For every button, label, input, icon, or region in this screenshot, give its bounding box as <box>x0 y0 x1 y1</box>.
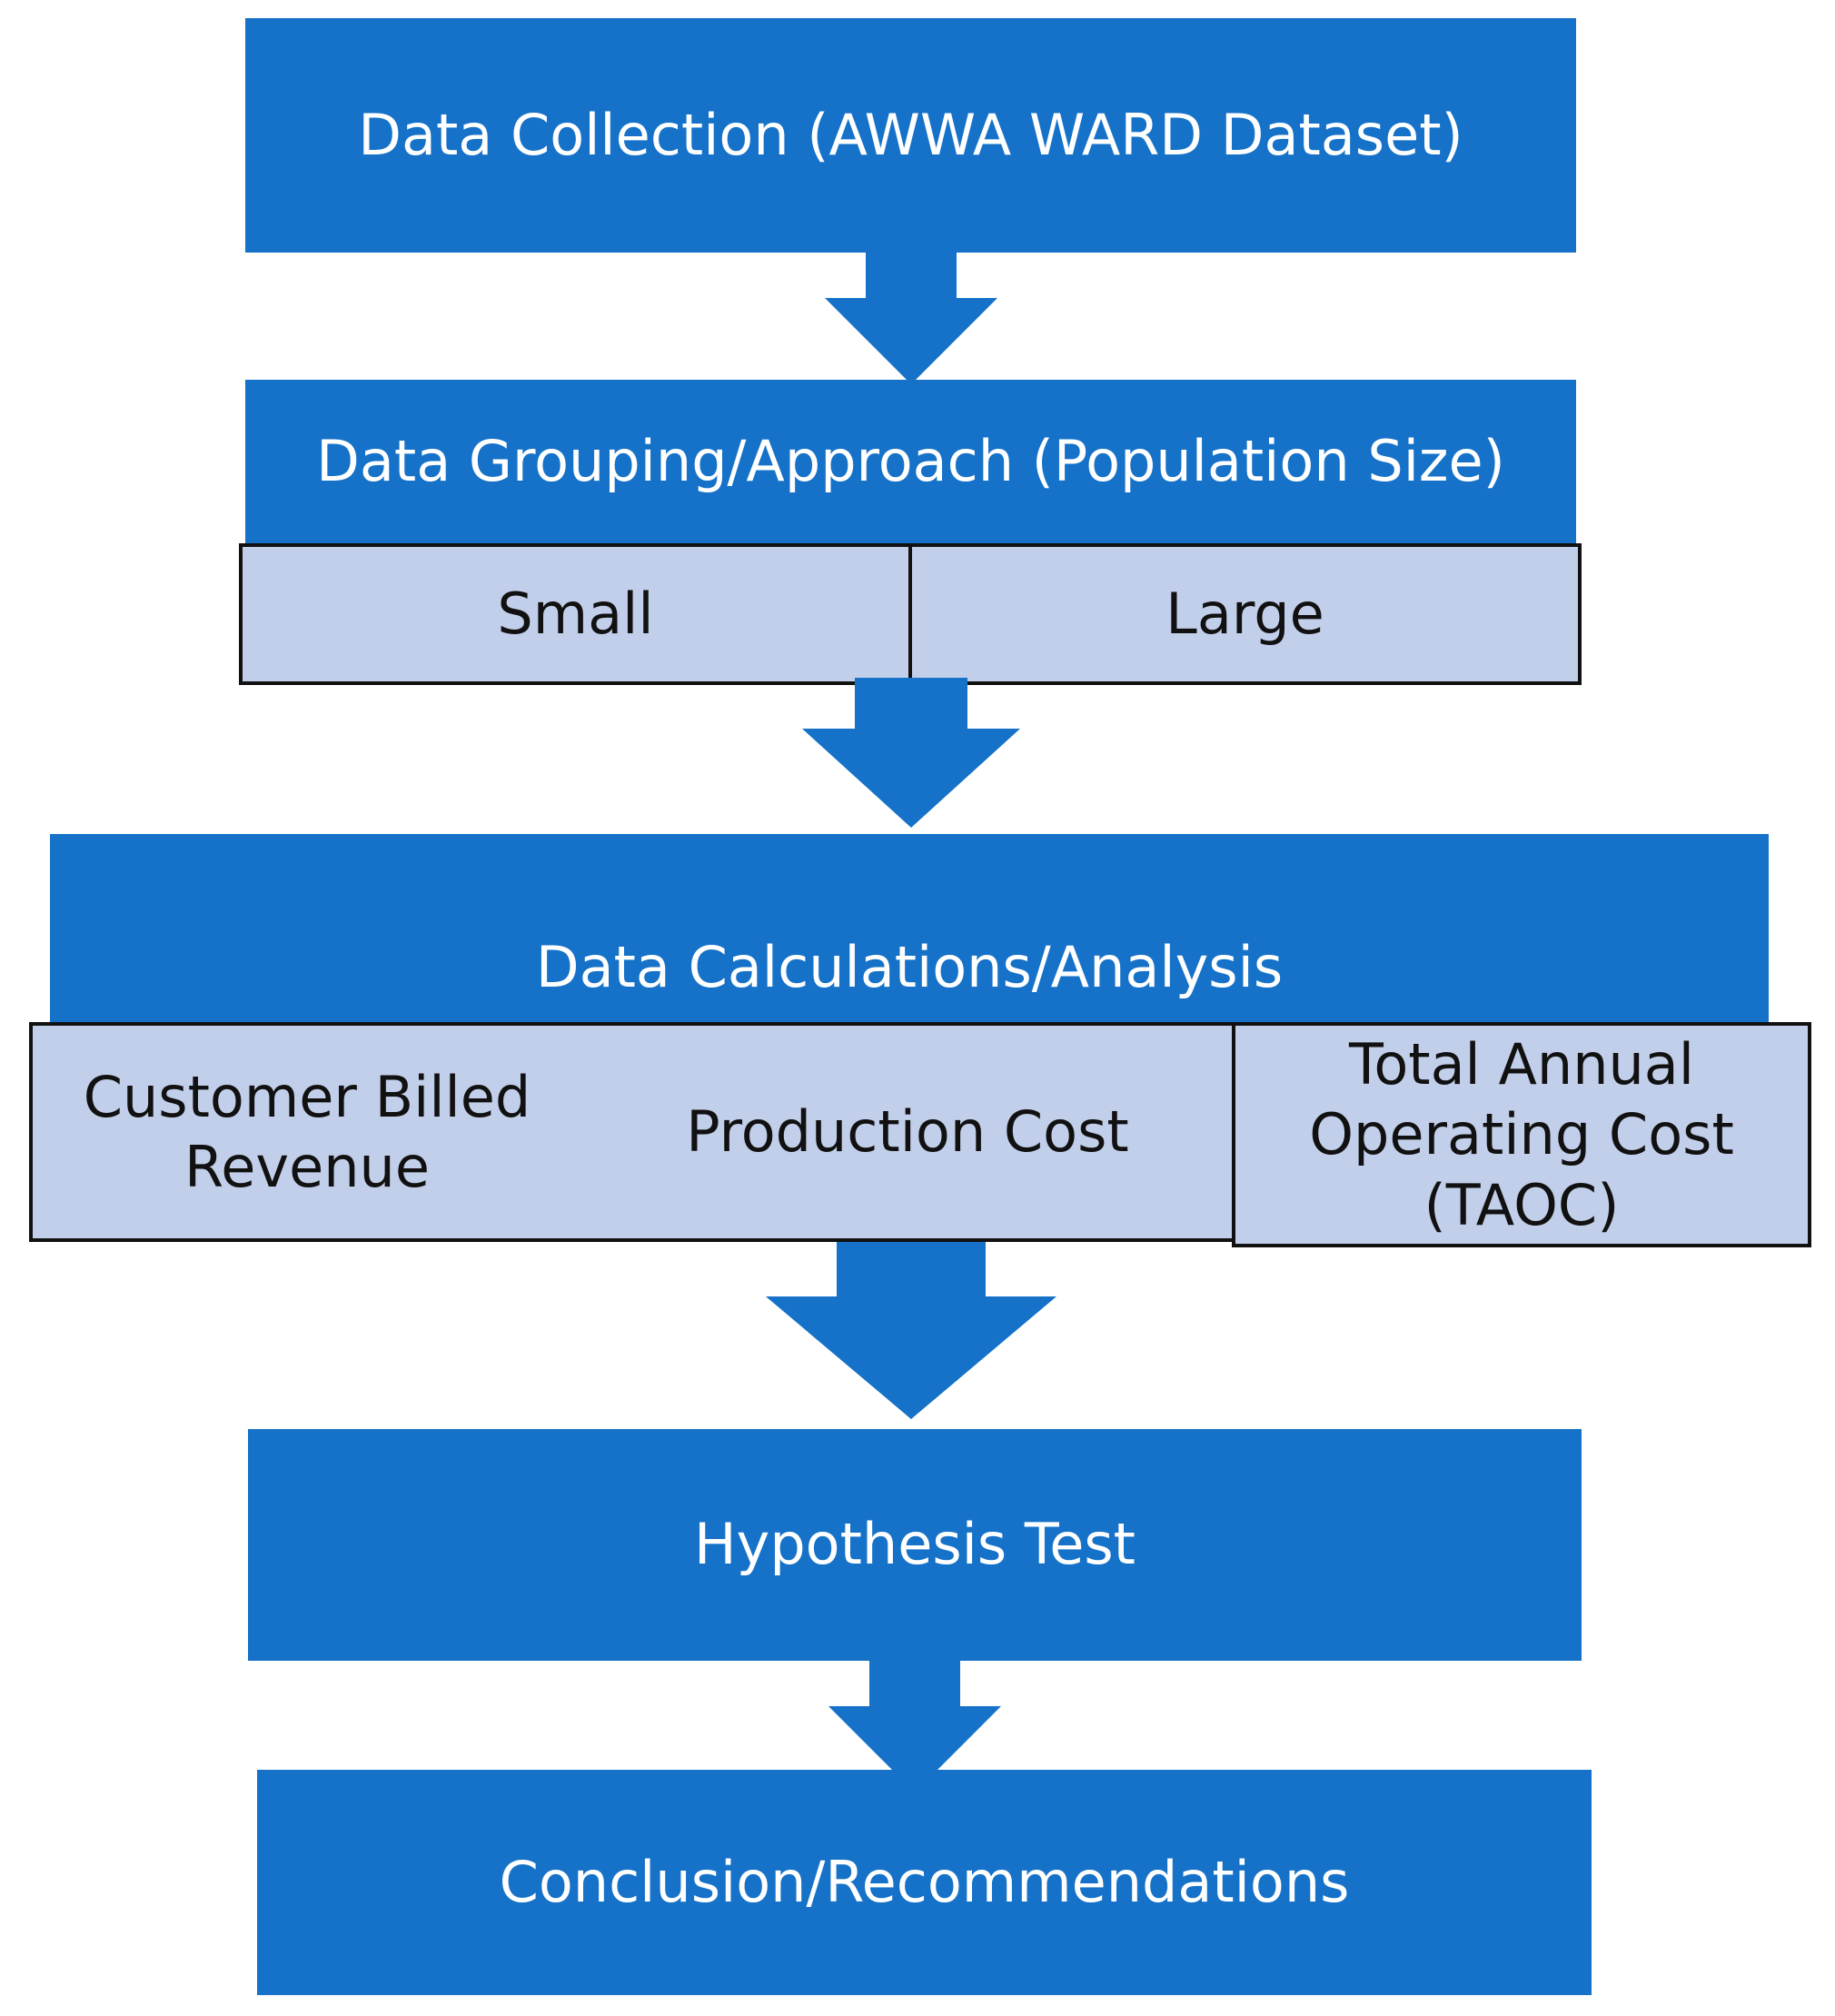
step-data-collection-label: Data Collection (AWWA WARD Dataset) <box>358 101 1463 168</box>
metric-taoc: Total Annual Operating Cost (TAOC) <box>1232 1022 1811 1247</box>
grouping-options: Small Large <box>239 543 1582 685</box>
metric-customer-billed-revenue-label: Customer Billed Revenue <box>83 1063 531 1201</box>
step-data-grouping-label: Data Grouping/Approach (Population Size) <box>316 427 1505 494</box>
step-data-calculations-label: Data Calculations/Analysis <box>535 934 1284 1000</box>
step-hypothesis-test-label: Hypothesis Test <box>694 1511 1136 1578</box>
metric-customer-billed-revenue: Customer Billed Revenue <box>29 1022 585 1242</box>
group-small-label: Small <box>497 580 654 647</box>
group-large-label: Large <box>1165 580 1324 647</box>
down-arrow-2 <box>802 678 1020 828</box>
step-conclusion: Conclusion/Recommendations <box>257 1770 1592 1995</box>
group-small: Small <box>239 543 912 685</box>
step-hypothesis-test: Hypothesis Test <box>248 1429 1582 1661</box>
step-data-calculations: Data Calculations/Analysis <box>50 834 1769 1022</box>
metric-production-cost-label: Production Cost <box>686 1098 1129 1166</box>
down-arrow-1 <box>825 253 997 384</box>
metric-production-cost: Production Cost <box>581 1022 1237 1242</box>
step-data-grouping: Data Grouping/Approach (Population Size) <box>245 380 1576 543</box>
step-data-collection: Data Collection (AWWA WARD Dataset) <box>245 18 1576 253</box>
metric-taoc-label: Total Annual Operating Cost (TAOC) <box>1309 1030 1734 1238</box>
down-arrow-4 <box>828 1661 1001 1793</box>
down-arrow-3 <box>766 1242 1056 1419</box>
step-conclusion-label: Conclusion/Recommendations <box>499 1848 1350 1915</box>
group-large: Large <box>912 543 1582 685</box>
